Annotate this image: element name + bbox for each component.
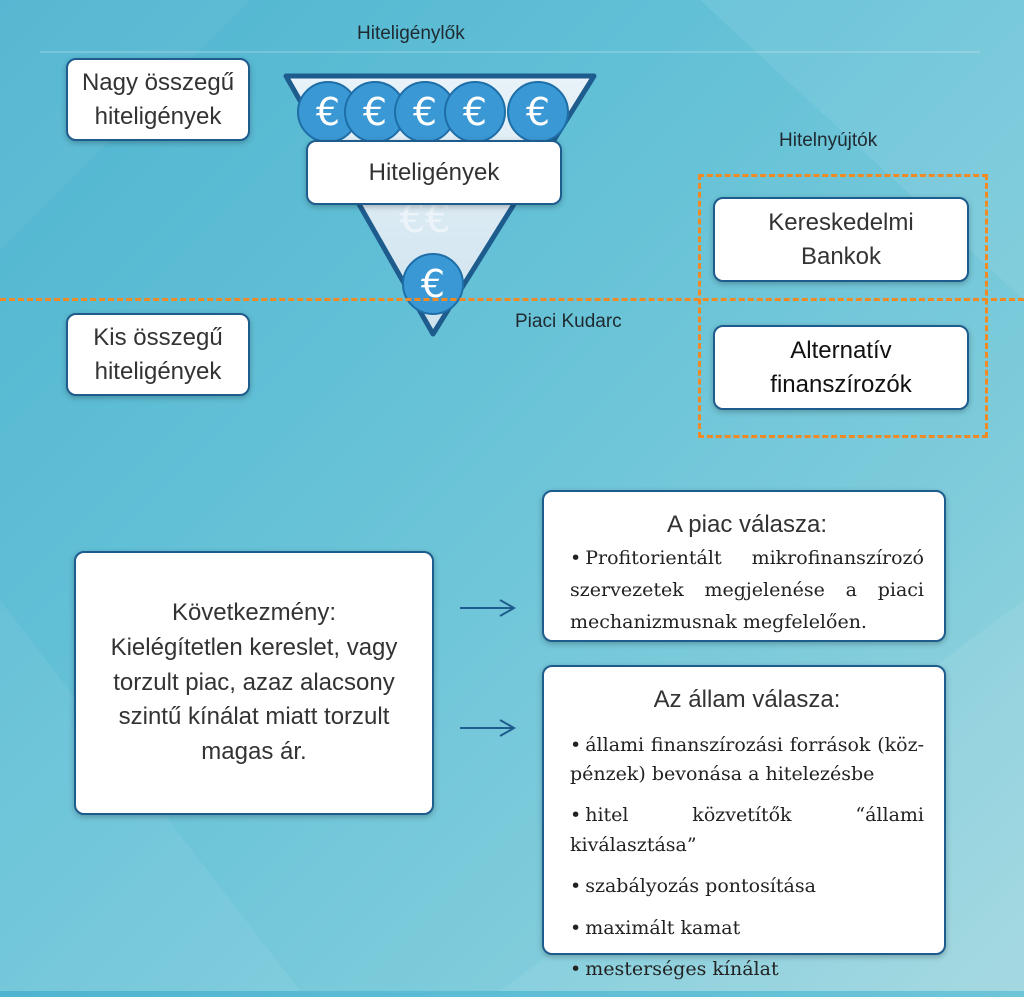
list-item: mesterséges kínálat: [570, 955, 924, 984]
svg-text:€: €: [463, 90, 487, 134]
small-requests-box: Kis összegű hiteligények: [66, 313, 250, 396]
commercial-banks-line2: Bankok: [800, 242, 882, 270]
lenders-label: Hitelnyújtók: [779, 130, 878, 151]
credit-requests-label: Hiteligények: [368, 158, 500, 186]
euro-coin-icon: €: [444, 81, 506, 143]
svg-text:€: €: [413, 90, 437, 134]
funnel: € € € € € €€ €: [283, 73, 597, 337]
euro-coin-icon: €: [394, 81, 456, 143]
euro-coin-icon: €: [402, 253, 464, 315]
commercial-banks-box: Kereskedelmi Bankok: [713, 197, 969, 282]
list-item: Profitorientált mikrofinanszírozó szerve…: [570, 542, 924, 639]
consequence-line: magas ár.: [201, 738, 307, 766]
alternative-financiers-box: Alternatív finanszírozók: [713, 325, 969, 410]
borrowers-label: Hiteligénylők: [357, 23, 465, 44]
large-requests-line1: Nagy összegű: [81, 68, 235, 96]
large-requests-box: Nagy összegű hiteligények: [66, 58, 250, 141]
market-failure-line: [0, 298, 1024, 301]
state-response-box: Az állam válasza: állami finanszírozási …: [542, 665, 946, 980]
small-requests-line1: Kis összegű: [93, 323, 223, 351]
alternative-financiers-line1: Alternatív: [790, 336, 892, 364]
consequence-line: torzult piac, azaz alacsony: [113, 668, 395, 696]
lenders-group: [698, 174, 988, 438]
list-item: maximált kamat: [570, 914, 924, 943]
alternative-financiers-line2: finanszírozók: [770, 370, 912, 398]
market-response-list: Profitorientált mikrofinanszírozó szerve…: [570, 542, 924, 651]
svg-text:€: €: [363, 90, 387, 134]
state-response-title: Az állam válasza:: [653, 686, 841, 713]
euro-coin-icon: €: [507, 81, 569, 143]
commercial-banks-line1: Kereskedelmi: [768, 208, 914, 236]
consequence-box: Következmény: Kielégítetlen kereslet, va…: [74, 551, 434, 815]
market-failure-label: Piaci Kudarc: [515, 311, 622, 332]
credit-requests-box: Hiteligények: [306, 140, 562, 205]
svg-text:€: €: [316, 90, 340, 134]
consequence-title: Következmény:: [171, 599, 337, 626]
state-response-list: állami finanszírozási források (köz-pénz…: [570, 731, 924, 997]
market-response-title: A piac válasza:: [666, 511, 828, 538]
list-item: szabályozás pontosítása: [570, 872, 924, 901]
list-item: állami finanszírozási források (köz-pénz…: [570, 731, 924, 790]
small-requests-line2: hiteligények: [94, 357, 222, 385]
list-item: hitel közvetítők “állami kiválasztása”: [570, 801, 924, 860]
svg-text:€: €: [526, 90, 550, 134]
consequence-line: Kielégítetlen kereslet, vagy: [110, 633, 398, 661]
arrow-right-icon: [460, 599, 517, 617]
market-response-box: A piac válasza: Profitorientált mikrofin…: [542, 490, 946, 642]
arrow-right-icon: [460, 719, 517, 737]
consequence-line: szintű kínálat miatt torzult: [118, 703, 390, 731]
large-requests-line2: hiteligények: [94, 102, 222, 130]
